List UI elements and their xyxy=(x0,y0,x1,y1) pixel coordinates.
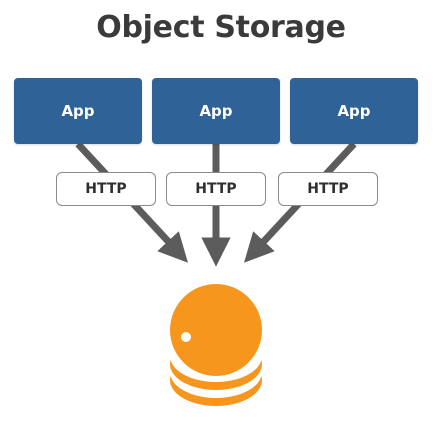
http-label-2: HTTP xyxy=(166,172,266,206)
http-label-1: HTTP xyxy=(56,172,156,206)
app-box-1: App xyxy=(14,78,142,144)
app-box-2: App xyxy=(152,78,280,144)
diagram-title: Object Storage xyxy=(96,10,346,45)
app-box-3: App xyxy=(290,78,418,144)
http-label-3: HTTP xyxy=(278,172,378,206)
database-icon xyxy=(170,284,262,406)
